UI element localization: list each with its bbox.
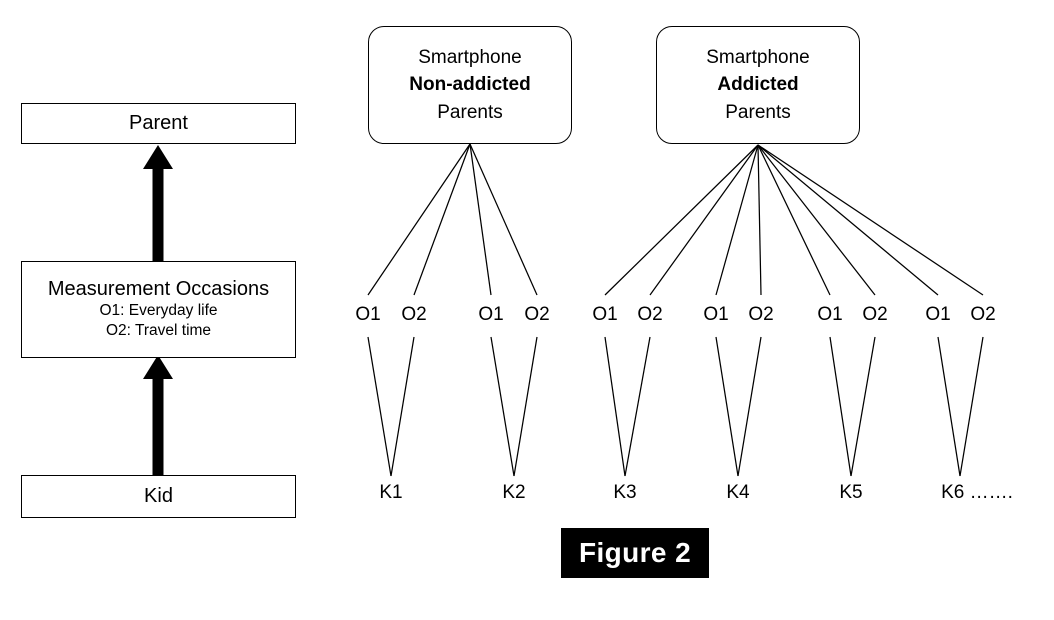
legend-kid-title: Kid [144, 485, 173, 507]
legend-occasions-o2: O2: Travel time [105, 322, 212, 339]
occasion-node-8: O2 [748, 304, 774, 325]
occasion-node-3: O1 [478, 304, 504, 325]
kid-node-6: K6 ……. [941, 482, 1013, 503]
group-nonaddicted-line2: Non-addicted [409, 74, 531, 96]
kid-node-3: K3 [613, 482, 637, 503]
kid-node-2: K2 [502, 482, 526, 503]
occasion-node-9: O1 [817, 304, 843, 325]
group-box-addicted-parents: Smartphone Addicted Parents [656, 26, 860, 144]
kid-node-5: K5 [839, 482, 863, 503]
legend-parent-title: Parent [129, 112, 188, 134]
group-addicted-line3: Parents [725, 101, 791, 123]
legend-box-parent: Parent [21, 103, 296, 144]
occasion-node-12: O2 [970, 304, 996, 325]
legend-box-measurement-occasions: Measurement Occasions O1: Everyday life … [21, 261, 296, 358]
legend-occasions-o1: O1: Everyday life [99, 302, 218, 320]
occasion-node-10: O2 [862, 304, 888, 325]
occasion-node-4: O2 [524, 304, 550, 325]
arrow-kid-to-occasions [143, 355, 173, 475]
group-nonaddicted-line3: Parents [437, 101, 503, 123]
kid-node-4: K4 [726, 482, 750, 503]
group-addicted-line2: Addicted [717, 74, 799, 96]
group-addicted-line1: Smartphone [706, 46, 810, 68]
edges-group-addicted [604, 144, 984, 296]
occasion-node-6: O2 [637, 304, 663, 325]
edges-group-nonaddicted [367, 143, 538, 296]
group-nonaddicted-line1: Smartphone [418, 46, 522, 68]
occasion-node-7: O1 [703, 304, 729, 325]
figure-caption: Figure 2 [561, 528, 709, 578]
occasion-node-2: O2 [401, 304, 427, 325]
legend-occasions-title: Measurement Occasions [47, 278, 270, 301]
occasion-node-11: O1 [925, 304, 951, 325]
arrow-occasions-to-parent [143, 145, 173, 261]
kid-node-1: K1 [379, 482, 403, 503]
occasion-node-5: O1 [592, 304, 618, 325]
legend-box-kid: Kid [21, 475, 296, 518]
occasion-node-1: O1 [355, 304, 381, 325]
edges-occasions-to-kids [367, 336, 984, 477]
group-box-non-addicted-parents: Smartphone Non-addicted Parents [368, 26, 572, 144]
